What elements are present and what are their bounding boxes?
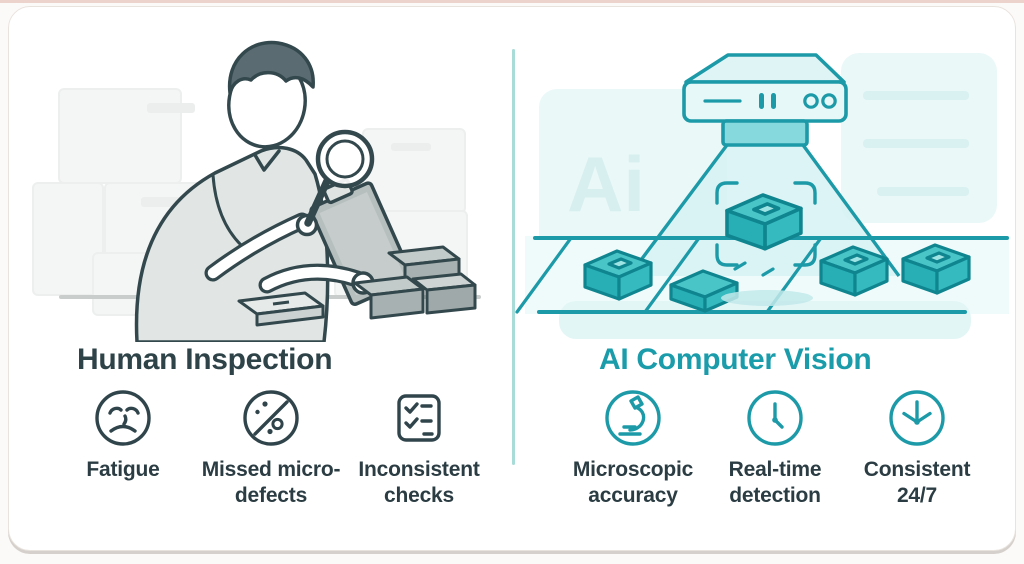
ai-vision-illustration: Ai <box>515 53 1009 339</box>
clock-24-7-icon <box>889 390 945 446</box>
feature-consistent-247: Consistent 24/7 <box>846 389 988 509</box>
clock-icon <box>747 390 803 446</box>
magnifying-glass <box>304 129 375 227</box>
ai-watermark: Ai <box>567 140 645 228</box>
human-inspection-title: Human Inspection <box>77 343 333 376</box>
feature-fatigue: Fatigue <box>49 389 197 509</box>
feature-label: Consistent 24/7 <box>863 458 971 507</box>
inspector-person <box>134 40 414 342</box>
feature-label: Microscopic accuracy <box>572 458 694 507</box>
feature-label: Fatigue <box>86 458 160 481</box>
top-edge-accent <box>0 0 1024 3</box>
human-features-row: Fatigue Missed micro-defects <box>49 389 493 509</box>
human-inspector-illustration <box>32 40 481 342</box>
human-inspection-panel: Human Inspection Fatigue <box>9 7 512 550</box>
feature-label: Inconsistent checks <box>358 458 480 507</box>
inspected-items <box>237 245 477 327</box>
sad-face-icon <box>95 390 151 446</box>
feature-realtime-detection: Real-time detection <box>704 389 846 509</box>
panel-divider <box>512 49 515 465</box>
product-boxes <box>583 193 971 313</box>
ai-vision-panel: Ai <box>515 7 1015 550</box>
feature-label: Real-time detection <box>728 458 822 507</box>
hair <box>227 40 315 95</box>
ai-features-row: Microscopic accuracy Real-time detection <box>562 389 988 509</box>
camera-scanner <box>682 53 848 147</box>
scan-frame <box>715 181 817 277</box>
feature-missed-defects: Missed micro-defects <box>197 389 345 509</box>
infographic-card: Human Inspection Fatigue <box>8 6 1016 551</box>
feature-microscopic-accuracy: Microscopic accuracy <box>562 389 704 509</box>
feature-label: Missed micro-defects <box>201 458 341 507</box>
camera-lens <box>721 119 809 147</box>
missed-defects-icon <box>243 390 299 446</box>
feature-inconsistent-checks: Inconsistent checks <box>345 389 493 509</box>
checklist-icon <box>397 394 441 442</box>
ai-vision-title: AI Computer Vision <box>599 343 872 376</box>
microscope-icon <box>605 390 661 446</box>
